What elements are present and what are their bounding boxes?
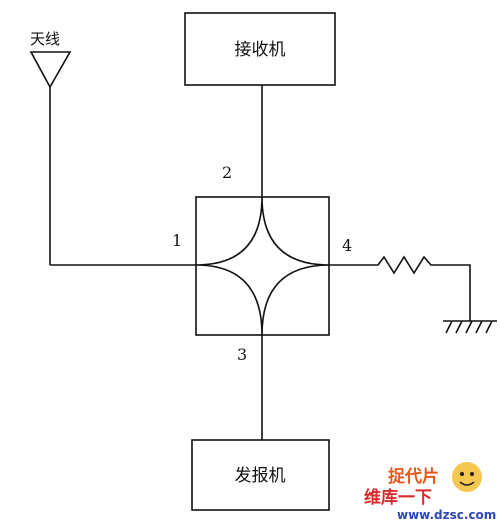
port-1-label: 1 xyxy=(172,231,182,250)
receiver-box xyxy=(184,12,336,86)
transmitter-label: 发报机 xyxy=(235,466,286,486)
watermark-logo: 捉代片 xyxy=(388,462,482,492)
transmitter-box xyxy=(191,439,330,511)
port-3-label: 3 xyxy=(237,345,247,364)
antenna-label: 天线 xyxy=(30,30,60,48)
circulator-box xyxy=(195,196,330,336)
antenna-symbol xyxy=(29,51,72,265)
watermark-title: 维库一下 xyxy=(364,487,432,508)
ground-symbol xyxy=(443,320,497,334)
watermark-url: www.dzsc.com xyxy=(397,508,496,522)
receiver-label: 接收机 xyxy=(235,40,286,60)
watermark-logo-chars: 捉代片 xyxy=(388,466,439,487)
circulator-symbol xyxy=(195,196,330,336)
port-2-label: 2 xyxy=(222,163,232,182)
port-4-label: 4 xyxy=(342,236,352,255)
load-resistor xyxy=(329,255,471,321)
